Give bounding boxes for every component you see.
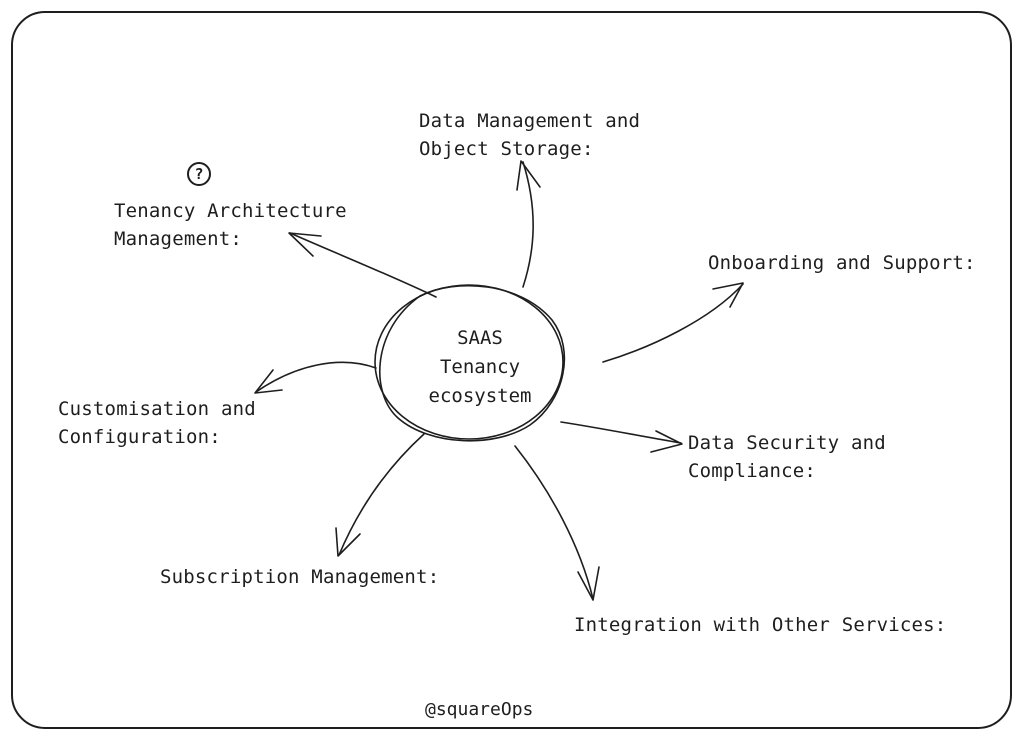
center-label-line: SAAS [457,327,503,349]
node-label-line: Data Security and [688,432,886,454]
arrow-data-security [560,421,683,453]
center-label-line: Tenancy [439,356,521,378]
center-label: SAAS Tenancy ecosystem [410,324,550,411]
node-tenancy-architecture: Tenancy Architecture Management: [114,197,347,253]
arrow-onboarding [602,282,744,363]
node-data-management: Data Management and Object Storage: [419,107,640,163]
node-label-line: Tenancy Architecture [114,200,347,222]
node-label-line: Management: [114,228,243,250]
node-label-line: Customisation and [58,398,256,420]
center-label-line: ecosystem [428,385,532,407]
node-label-line: Data Management and [419,110,641,132]
arrow-customisation [254,361,377,394]
node-subscription: Subscription Management: [160,563,439,591]
arrow-tenancy-architecture [288,232,437,298]
author-handle: @squareOps [425,699,534,720]
node-label-line: Integration with Other Services: [574,614,947,636]
node-onboarding: Onboarding and Support: [708,249,976,277]
canvas-frame [11,11,1012,729]
node-label-line: Configuration: [58,426,221,448]
center-ellipse-sketch [379,284,566,442]
question-mark-icon: ? [187,162,211,186]
node-label-line: Object Storage: [419,138,594,160]
node-integration: Integration with Other Services: [574,611,946,639]
node-customisation: Customisation and Configuration: [58,395,256,451]
arrow-subscription [335,433,425,557]
node-label-line: Compliance: [688,460,817,482]
arrow-integration [514,445,600,601]
arrow-data-management [516,160,541,288]
node-data-security: Data Security and Compliance: [688,429,886,485]
node-label-line: Subscription Management: [160,566,440,588]
node-label-line: Onboarding and Support: [708,252,976,274]
